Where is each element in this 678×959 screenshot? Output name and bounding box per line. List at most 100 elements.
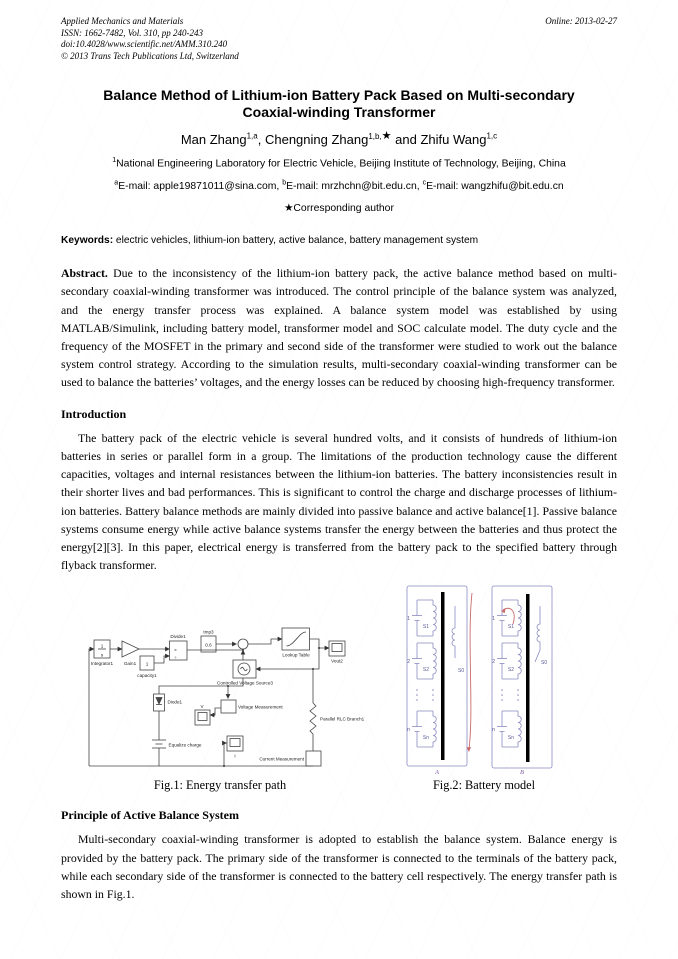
svg-text:1: 1: [492, 616, 495, 622]
fig1-label-divide: Divide1: [170, 634, 186, 639]
fig1-label-i-scope: I: [234, 754, 235, 759]
svg-text:S2: S2: [508, 667, 514, 673]
online-date: Online: 2013-02-27: [545, 16, 617, 26]
fig1-label-tmp3: tmp3: [203, 630, 214, 635]
fig1-gain-block: [121, 640, 140, 658]
email-c: cE-mail: wangzhifu@bit.edu.cn: [422, 179, 564, 193]
fig1-label-voltage-measurement: Voltage Measurement: [238, 705, 283, 710]
keywords-text: electric vehicles, lithium-ion battery, …: [113, 235, 479, 247]
fig2-b-s0-label: S0: [541, 660, 547, 666]
author-1: Man Zhang1,a,: [180, 132, 265, 148]
fig2-a-transformer-core: [441, 592, 445, 761]
fig1-junction-dots: [223, 647, 320, 768]
journal-header-left: Applied Mechanics and Materials ISSN: 16…: [61, 16, 239, 62]
keywords-line: Keywords: electric vehicles, lithium-ion…: [61, 235, 617, 246]
svg-text:1: 1: [407, 616, 410, 622]
fig1-label-diode: Diode1: [168, 700, 183, 705]
affiliation-text: National Engineering Laboratory for Elec…: [116, 158, 566, 170]
fig2-b-energy-arrow: [501, 608, 515, 625]
fig2-panel-a: 1 2 n S1 S2 Sn S0 A: [406, 585, 473, 776]
svg-text:S1: S1: [508, 624, 514, 630]
figures-row: 1 s Integrator1 Gain1 × ÷ Divide1 1 capa…: [61, 580, 617, 793]
author-2-superscript: 1,b,★: [368, 130, 392, 142]
fig1-divide-block: [169, 640, 188, 661]
figure-1: 1 s Integrator1 Gain1 × ÷ Divide1 1 capa…: [61, 608, 379, 793]
svg-text:S2: S2: [423, 667, 429, 673]
keywords-label: Keywords:: [61, 235, 114, 247]
fig2-panel-b-label: B: [520, 769, 524, 776]
corresponding-author-note: ★Corresponding author: [284, 203, 394, 215]
journal-issn-line: ISSN: 1662-7482, Vol. 310, pp 240-243: [61, 27, 203, 38]
email-b: bE-mail: mrzhchn@bit.edu.cn,: [282, 179, 423, 193]
fig2-b-transformer-core: [526, 594, 530, 763]
author-1-superscript: 1,a: [246, 132, 258, 141]
fig1-lookup-block: [281, 627, 310, 651]
journal-name: Applied Mechanics and Materials: [61, 16, 184, 26]
svg-text:1: 1: [101, 644, 104, 649]
fig1-tmp3-block: [200, 635, 217, 653]
fig1-diagram: 1 s Integrator1 Gain1 × ÷ Divide1 1 capa…: [88, 627, 365, 768]
journal-header: Applied Mechanics and Materials ISSN: 16…: [61, 16, 617, 62]
fig1-label-gain: Gain1: [124, 661, 137, 666]
fig1-label-v-scope: V: [200, 704, 204, 709]
fig2-a-energy-arrow: [466, 593, 473, 753]
fig1-labels: 1 s Integrator1 Gain1 × ÷ Divide1 1 capa…: [91, 630, 365, 762]
fig1-sum-block: [237, 638, 249, 650]
fig2-panel-a-label: A: [434, 769, 439, 776]
fig1-label-lookup: Lookup Table: [282, 653, 310, 658]
fig1-label-current-measurement: Current Measurement: [259, 757, 304, 762]
paper-title-line1: Balance Method of Lithium-ion Battery Pa…: [103, 87, 575, 103]
fig1-voltage-measurement-block: [220, 699, 237, 714]
section-heading-principle: Principle of Active Balance System: [61, 808, 239, 823]
svg-text:1: 1: [146, 662, 149, 667]
fig1-label-integrator: Integrator1: [91, 661, 114, 666]
affiliation-line: 1National Engineering Laboratory for Ele…: [61, 157, 617, 169]
svg-text:0.6: 0.6: [205, 643, 212, 648]
abstract-text: Due to the inconsistency of the lithium-…: [61, 266, 617, 390]
fig1-label-equalize: Equalize charge: [169, 743, 202, 748]
fig1-label-cvs: Controlled Voltage Source3: [217, 681, 273, 686]
email-a: aE-mail: apple19871011@sina.com,: [114, 179, 283, 193]
fig1-cvs-block: [232, 659, 257, 679]
journal-doi-line: doi:10.4028/www.scientific.net/AMM.310.2…: [61, 39, 228, 49]
corresponding-star-icon: ★: [381, 130, 392, 142]
star-icon: ★: [284, 203, 294, 215]
authors-line: Man Zhang1,a, Chengning Zhang1,b,★ and Z…: [61, 129, 617, 147]
abstract-paragraph: Abstract. Due to the inconsistency of th…: [61, 264, 617, 391]
paper-title-line2: Coaxial-winding Transformer: [242, 104, 436, 120]
svg-text:÷: ÷: [174, 655, 177, 660]
emails-line: aE-mail: apple19871011@sina.com, bE-mail…: [61, 180, 617, 192]
fig1-caption: Fig.1: Energy transfer path: [153, 778, 287, 793]
figure-2: 1 2 n S1 S2 Sn S0 A: [393, 580, 575, 793]
abstract-label: Abstract.: [61, 266, 108, 281]
author-3-superscript: 1,c: [486, 132, 498, 141]
fig1-label-capacity: capacity1: [137, 673, 157, 678]
svg-text:n: n: [407, 727, 410, 733]
fig1-integrator-block: [93, 639, 111, 659]
svg-text:×: ×: [174, 648, 177, 653]
svg-text:Sn: Sn: [423, 735, 429, 741]
principle-paragraph: Multi-secondary coaxial-winding transfor…: [61, 832, 617, 901]
svg-text:Sn: Sn: [508, 735, 514, 741]
affiliation-superscript: 1: [112, 157, 117, 165]
fig1-v-scope: [194, 709, 211, 726]
introduction-paragraph: The battery pack of the electric vehicle…: [61, 430, 617, 573]
svg-text:2: 2: [407, 659, 410, 665]
svg-text:2: 2: [492, 659, 495, 665]
fig2-a-s0-label: S0: [458, 668, 464, 674]
author-2: Chengning Zhang1,b,★ and: [264, 130, 421, 148]
author-3: Zhifu Wang1,c: [420, 132, 498, 148]
svg-text:S1: S1: [423, 624, 429, 630]
fig1-label-vout: Vout2: [331, 659, 343, 664]
fig2-diagram: 1 2 n S1 S2 Sn S0 A: [406, 585, 553, 776]
fig1-wires: [88, 636, 330, 767]
fig1-i-scope: [226, 735, 244, 752]
paper-title: Balance Method of Lithium-ion Battery Pa…: [61, 87, 617, 121]
section-heading-introduction: Introduction: [61, 406, 127, 421]
fig1-blocks: [93, 627, 346, 767]
fig1-capacity-block: [139, 655, 155, 671]
svg-text:s: s: [101, 653, 104, 658]
fig2-panel-b: 1 2 n S1 S2 Sn S0 B: [491, 585, 553, 776]
fig1-current-measurement-block: [305, 750, 322, 767]
fig1-vout-scope: [328, 640, 346, 657]
